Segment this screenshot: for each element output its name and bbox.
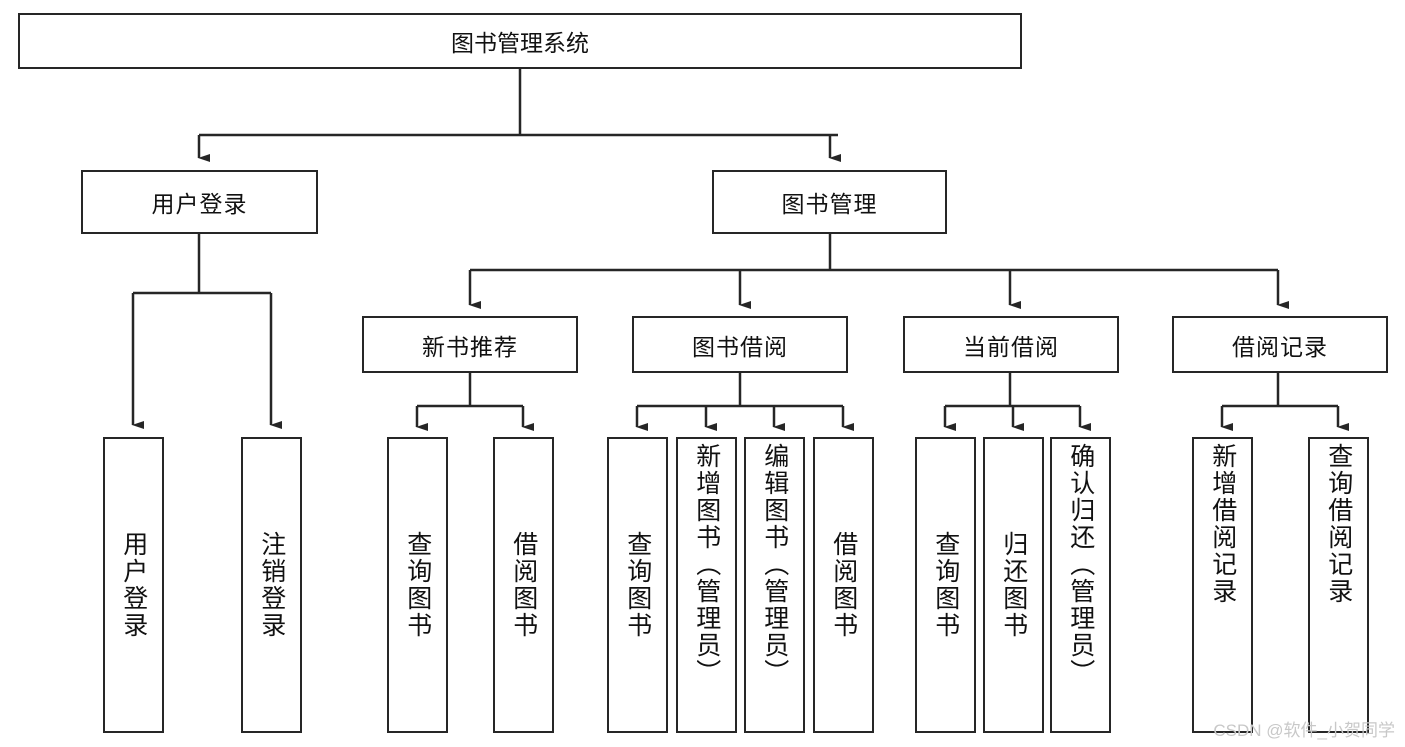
node-new-book-recommend[interactable]: 新书推荐 bbox=[362, 316, 578, 373]
leaf-label: 查询图书 bbox=[931, 531, 960, 639]
node-book-borrow[interactable]: 图书借阅 bbox=[632, 316, 848, 373]
leaf-record-query-record[interactable]: 查询借阅记录 bbox=[1308, 437, 1369, 733]
leaf-label: 查询借阅记录 bbox=[1324, 443, 1353, 605]
node-borrow-record[interactable]: 借阅记录 bbox=[1172, 316, 1388, 373]
leaf-label: 归还图书 bbox=[999, 531, 1028, 639]
leaf-borrow-query-book[interactable]: 查询图书 bbox=[607, 437, 668, 733]
leaf-user-login-signout[interactable]: 注销登录 bbox=[241, 437, 302, 733]
leaf-borrow-add-book-admin[interactable]: 新增图书（管理员） bbox=[676, 437, 737, 733]
leaf-label: 确认归还（管理员） bbox=[1066, 443, 1095, 686]
leaf-label: 借阅图书 bbox=[829, 531, 858, 639]
node-user-login[interactable]: 用户登录 bbox=[81, 170, 318, 234]
csdn-watermark: CSDN @软件_小贺同学 bbox=[1213, 721, 1395, 740]
leaf-label: 查询图书 bbox=[403, 531, 432, 639]
leaf-label: 编辑图书（管理员） bbox=[760, 443, 789, 686]
leaf-recommend-borrow-book[interactable]: 借阅图书 bbox=[493, 437, 554, 733]
leaf-label: 查询图书 bbox=[623, 531, 652, 639]
leaf-borrow-borrow-book[interactable]: 借阅图书 bbox=[813, 437, 874, 733]
leaf-current-query-book[interactable]: 查询图书 bbox=[915, 437, 976, 733]
leaf-label: 用户登录 bbox=[119, 531, 148, 639]
leaf-recommend-query-book[interactable]: 查询图书 bbox=[387, 437, 448, 733]
leaf-borrow-edit-book-admin[interactable]: 编辑图书（管理员） bbox=[744, 437, 805, 733]
leaf-label: 借阅图书 bbox=[509, 531, 538, 639]
leaf-label: 新增图书（管理员） bbox=[692, 443, 721, 686]
leaf-current-confirm-return-admin[interactable]: 确认归还（管理员） bbox=[1050, 437, 1111, 733]
leaf-label: 注销登录 bbox=[257, 531, 286, 639]
leaf-label: 新增借阅记录 bbox=[1208, 443, 1237, 605]
leaf-current-return-book[interactable]: 归还图书 bbox=[983, 437, 1044, 733]
node-root-system[interactable]: 图书管理系统 bbox=[18, 13, 1022, 69]
leaf-user-login-signin[interactable]: 用户登录 bbox=[103, 437, 164, 733]
node-book-management[interactable]: 图书管理 bbox=[712, 170, 947, 234]
leaf-record-add-record[interactable]: 新增借阅记录 bbox=[1192, 437, 1253, 733]
node-current-borrow[interactable]: 当前借阅 bbox=[903, 316, 1119, 373]
